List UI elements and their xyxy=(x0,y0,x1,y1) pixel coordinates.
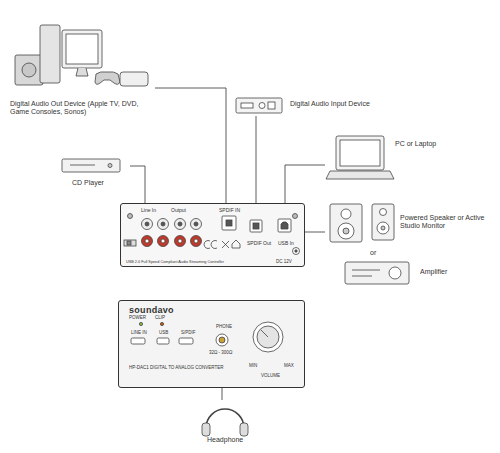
panel-label: USB xyxy=(159,330,168,335)
device-group: Digital Audio Out Device (Apple TV, DVD,… xyxy=(5,20,155,138)
headphone: Headphone xyxy=(195,400,255,450)
device-label: Powered Speaker or Active Studio Monitor xyxy=(400,214,488,230)
panel-label: S/PDIF xyxy=(181,330,196,335)
device-label: Headphone xyxy=(207,436,243,444)
cd-player: CD Player xyxy=(50,155,130,195)
panel-label: SPDIF IN xyxy=(219,208,240,214)
front-panel: soundavoPOWER CLIP LINE IN USB S/PDIF PHONE 32… xyxy=(118,300,305,388)
device-label: Digital Audio Out Device (Apple TV, DVD,… xyxy=(10,100,150,116)
input-device: Digital Audio Input Device xyxy=(232,94,422,116)
panel-label: LINE IN xyxy=(131,330,147,335)
cable-line xyxy=(285,165,325,203)
cable-line xyxy=(130,166,145,203)
device-label: PC or Laptop xyxy=(395,140,436,148)
amplifier: Amplifier xyxy=(340,258,460,288)
panel-label: Line In xyxy=(141,208,156,214)
panel-label: DC 12V xyxy=(276,259,292,264)
panel-label: SPDIF Out xyxy=(247,241,271,247)
panel-label: VOLUME xyxy=(261,373,280,378)
cable-line xyxy=(305,232,325,233)
cable-line xyxy=(222,388,223,400)
device-label: CD Player xyxy=(72,179,104,187)
panel-label: CLIP xyxy=(155,315,165,320)
device-label: Digital Audio Input Device xyxy=(290,100,370,108)
speaker-group: Powered Speaker or Active Studio Monitor xyxy=(325,200,495,246)
panel-label: MIN xyxy=(249,363,257,368)
cable-line xyxy=(256,116,257,203)
pc-laptop: PC or Laptop xyxy=(325,132,475,184)
panel-label: MAX xyxy=(284,363,294,368)
panel-label: PHONE xyxy=(216,324,232,329)
panel-label: USB In xyxy=(278,241,294,247)
panel-label: HP-DAC1 DIGITAL TO ANALOG CONVERTER xyxy=(129,365,224,370)
panel-label: 32Ω - 300Ω xyxy=(209,350,232,355)
panel-label: soundavo xyxy=(129,305,174,315)
panel-label: USB 2.0 Full Speed Compliant Audio Strea… xyxy=(126,260,224,264)
panel-label: Output xyxy=(171,208,186,214)
panel-label: POWER xyxy=(129,315,146,320)
note-label: or xyxy=(370,249,376,256)
cable-line xyxy=(155,88,226,203)
device-label: Amplifier xyxy=(420,268,447,276)
rear-panel: Line In Output SPDIF IN SPDIF Out USB In DC 1… xyxy=(120,203,305,267)
